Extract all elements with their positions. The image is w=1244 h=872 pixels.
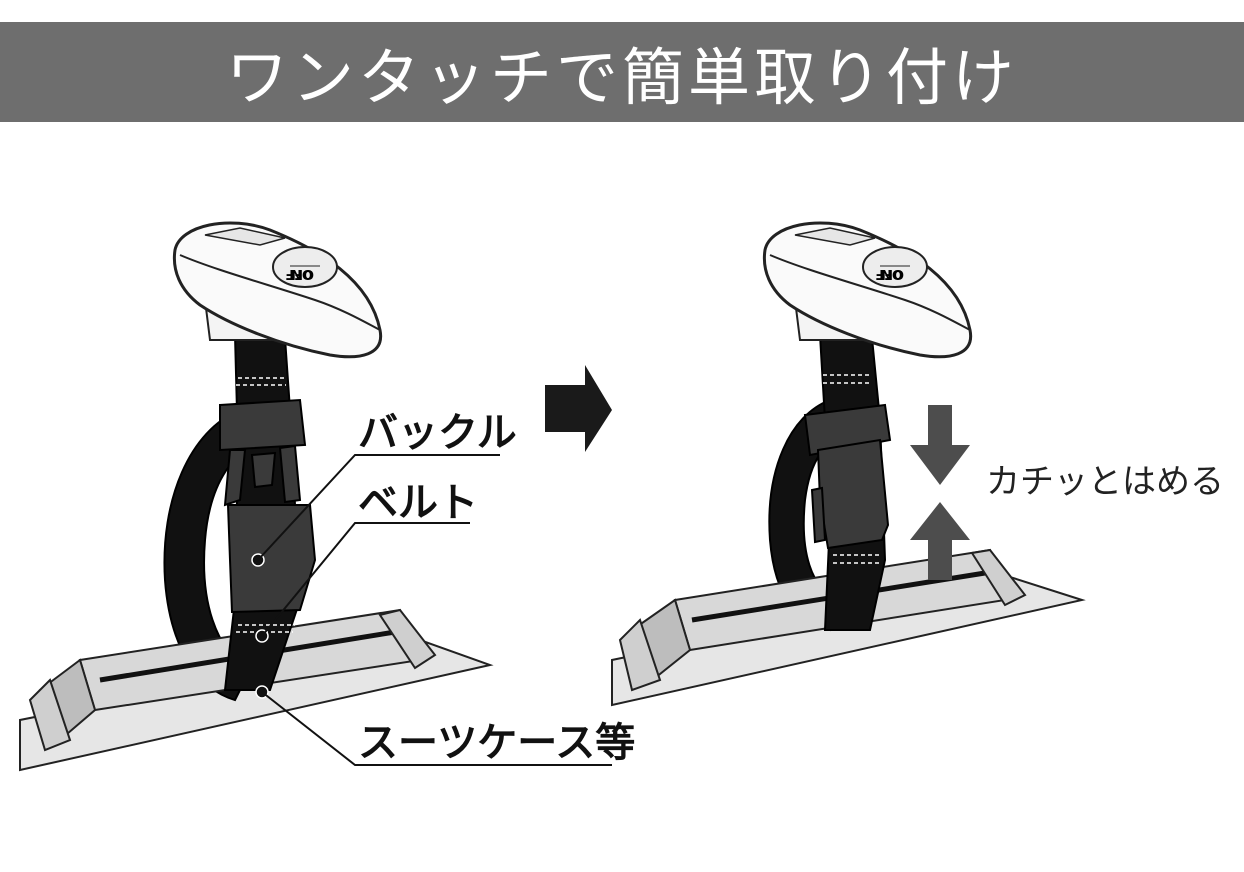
title-banner: ワンタッチで簡単取り付け: [0, 22, 1244, 122]
switch-off-label-left: OFF: [285, 266, 314, 281]
arrow-up-icon: [910, 502, 970, 580]
banner-title: ワンタッチで簡単取り付け: [225, 41, 1018, 114]
switch-on-label-left: ON: [291, 266, 313, 281]
buckle-left: [219, 398, 317, 699]
scale-body-left: OFF ON: [172, 221, 383, 359]
belt-label: ベルト: [358, 480, 478, 526]
click-note: カチッとはめる: [986, 462, 1224, 502]
buckle-right: [803, 403, 892, 550]
leader-lines: [257, 454, 612, 766]
buckle-label: バックル: [358, 410, 517, 456]
arrow-right-icon: [545, 365, 612, 452]
switch-off-label-right: OFF: [875, 266, 904, 281]
strap-loop-left: [163, 408, 267, 702]
left-illustration: OFF ON: [19, 221, 612, 772]
suitcase-label: スーツケース等: [358, 720, 636, 766]
switch-on-label-right: ON: [881, 266, 903, 281]
arrow-down-icon: [910, 405, 970, 485]
scale-body-right: OFF ON: [762, 221, 973, 359]
right-illustration: OFF ON: [611, 221, 1086, 707]
